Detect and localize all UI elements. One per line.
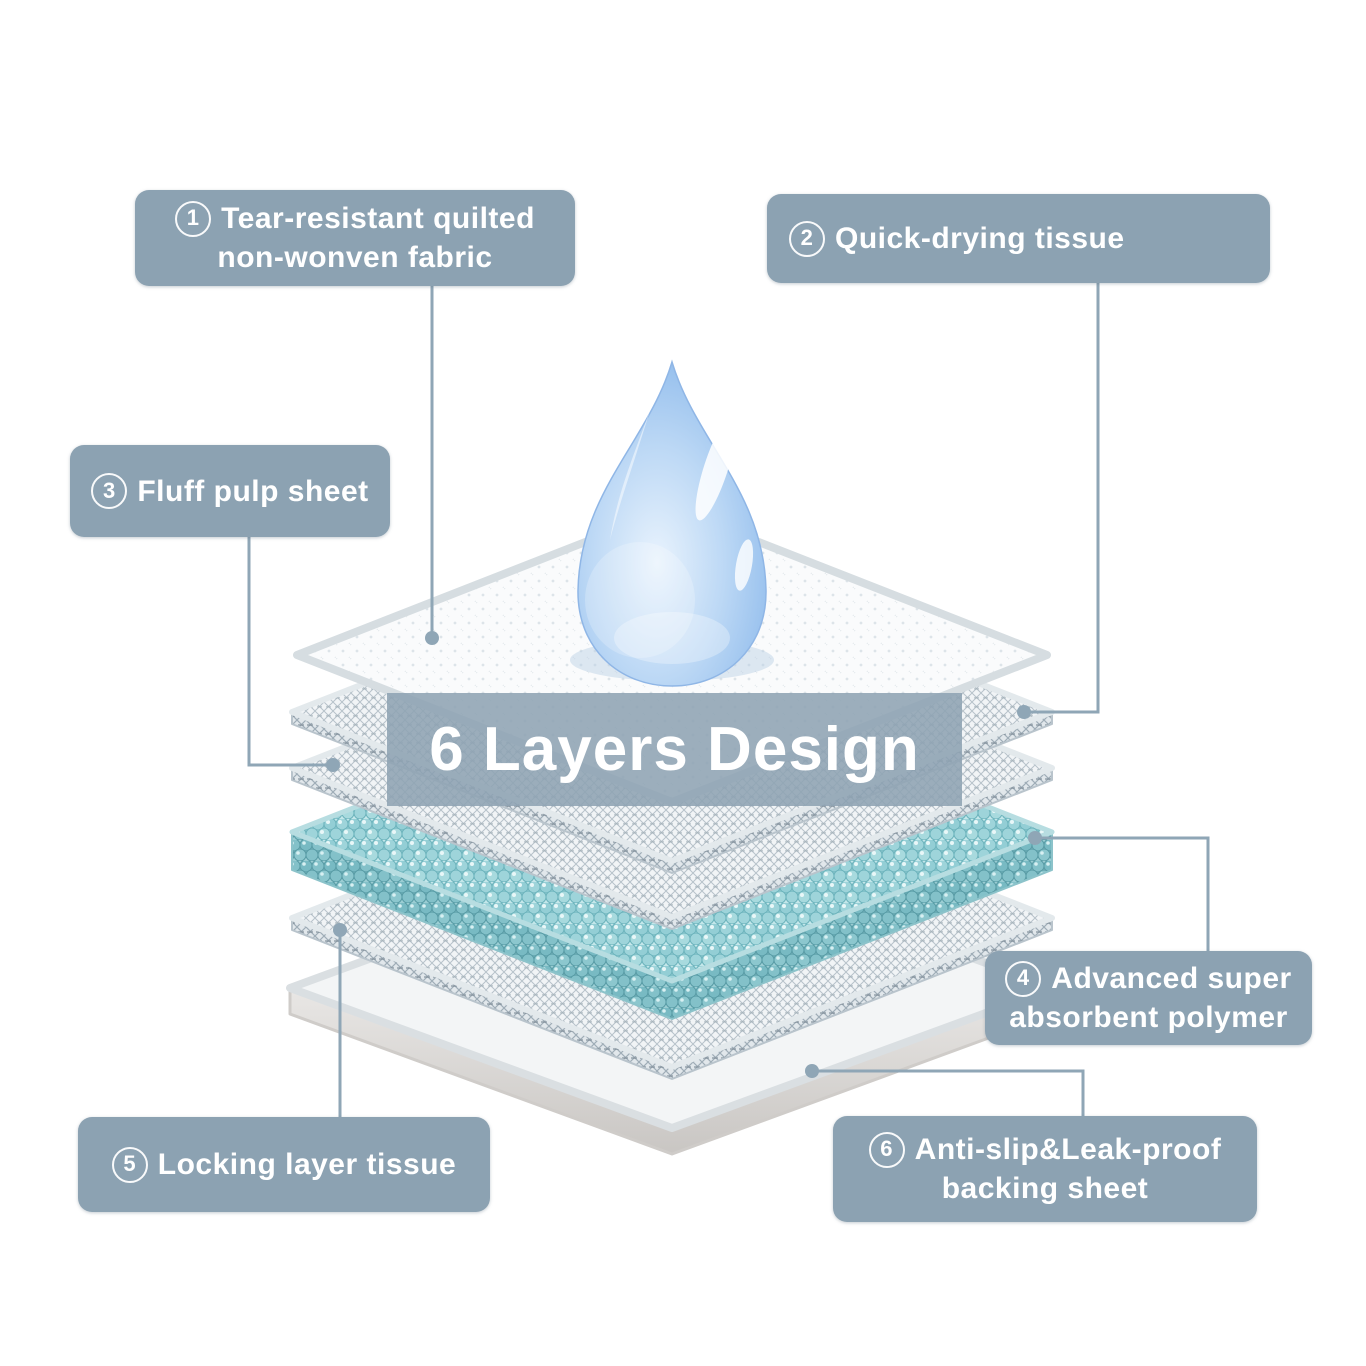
label-1-tear-resistant-fabric: 1 Tear-resistant quilted non-wonven fabr… <box>135 190 575 286</box>
connector-dot-1 <box>425 631 439 645</box>
label-6-backing-sheet: 6 Anti-slip&Leak-proof backing sheet <box>833 1116 1257 1222</box>
label-6-line2: backing sheet <box>941 1172 1149 1205</box>
label-5-line1: Locking layer tissue <box>157 1148 457 1181</box>
circled-number-3: 3 <box>91 473 128 509</box>
label-1-line1: Tear-resistant quilted <box>221 202 535 235</box>
connector-line-2 <box>1024 283 1100 714</box>
circled-number-1: 1 <box>175 200 212 237</box>
connector-line-4 <box>1035 836 1210 951</box>
label-2-quick-drying-tissue: 2 Quick-drying tissue <box>767 194 1270 283</box>
label-4-line2: absorbent polymer <box>1009 1001 1288 1034</box>
connector-line-3 <box>247 537 333 767</box>
label-3-line1: Fluff pulp sheet <box>137 474 369 508</box>
connector-dot-3 <box>326 758 340 772</box>
connector-dot-4 <box>1028 831 1042 845</box>
circled-number-6: 6 <box>868 1131 905 1168</box>
connector-dot-2 <box>1017 705 1031 719</box>
connector-lines <box>247 283 1210 1117</box>
title-band: 6 Layers Design <box>387 693 962 806</box>
label-2-line1: Quick-drying tissue <box>835 222 1125 255</box>
circled-number-2: 2 <box>789 220 825 257</box>
connector-dot-5 <box>333 923 347 937</box>
label-1-line2: non-wonven fabric <box>217 241 493 274</box>
circled-number-4: 4 <box>1005 960 1042 997</box>
diagram-title: 6 Layers Design <box>429 715 920 784</box>
connector-dots <box>326 631 1042 1078</box>
label-4-absorbent-polymer: 4 Advanced super absorbent polymer <box>985 951 1312 1045</box>
water-droplet <box>577 359 767 687</box>
label-4-line1: Advanced super <box>1051 962 1292 995</box>
connector-line-6 <box>812 1069 1085 1116</box>
label-3-fluff-pulp-sheet: 3 Fluff pulp sheet <box>70 445 390 537</box>
label-5-locking-layer-tissue: 5 Locking layer tissue <box>78 1117 490 1212</box>
circled-number-5: 5 <box>111 1146 148 1183</box>
connector-dot-6 <box>805 1064 819 1078</box>
label-6-line1: Anti-slip&Leak-proof <box>914 1133 1222 1166</box>
